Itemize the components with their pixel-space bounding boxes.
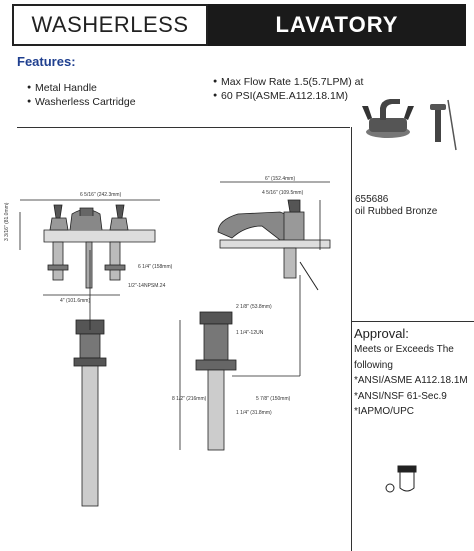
certification-marks [385,465,417,493]
finish-name: oil Rubbed Bronze [355,206,438,217]
drain-assembly-side: 2 1/8" (53.8mm) 1 1/4"-12UN 1 1/4" (31.8… [172,275,301,451]
product-info: 655686 oil Rubbed Bronze [355,194,437,218]
approval-divider [351,321,474,322]
dim-drain-dia: 1 1/4" (31.8mm) [236,410,272,416]
dim-side-length: 6" (152.4mm) [265,176,295,182]
approval-line: *ANSI/ASME A112.18.1M [354,375,468,386]
dim-rod-length: 5 7/8" (150mm) [256,396,291,402]
feature-item: Metal Handle [27,81,97,95]
product-photo [360,92,468,154]
dim-center: 4" (101.6mm) [60,298,90,304]
dim-drain-height: 8 1/2" (216mm) [172,396,207,402]
approval-line: *IAPMO/UPC [354,406,415,417]
feature-item: Max Flow Rate 1.5(5.7LPM) at [213,75,363,89]
column-divider [351,127,352,551]
model-number: 655686 [355,194,389,205]
approval-list: Meets or Exceeds The following *ANSI/ASM… [354,342,472,420]
features-heading: Features: [17,54,76,69]
approval-line: *ANSI/NSF 61-Sec.9 [354,390,447,402]
front-dimensions: 6 5/16" (242.3mm) 3 3/16" (81.0mm) 4" (1… [4,192,173,304]
feature-item: Washerless Cartridge [27,95,136,109]
dim-shank: 6 1/4" (158mm) [138,264,173,270]
category-title: WASHERLESS [12,4,208,46]
dim-spout-reach: 4 5/16" (109.5mm) [262,190,304,196]
dim-front-width: 6 5/16" (242.3mm) [80,192,122,198]
approval-heading: Approval: [354,326,409,341]
dim-drain-top: 2 1/8" (53.8mm) [236,304,272,310]
section-divider [17,127,350,128]
feature-item-text: 60 PSI(ASME.A112.18.1M) [221,90,349,102]
dim-front-height: 3 3/16" (81.0mm) [4,202,10,241]
product-type-title: LAVATORY [208,4,466,46]
side-view-drawing: 6" (152.4mm) 4 5/16" (109.5mm) [217,176,331,291]
approval-line: Meets or Exceeds The following [354,344,454,371]
dim-thread: 1/2"-14NPSM.24 [128,283,166,289]
feature-item-continued: 60 PSI(ASME.A112.18.1M) [213,89,349,103]
dim-drain-thread: 1 1/4"-12UN [236,330,264,336]
drain-assembly-front [73,250,107,507]
front-view-drawing [19,199,160,296]
